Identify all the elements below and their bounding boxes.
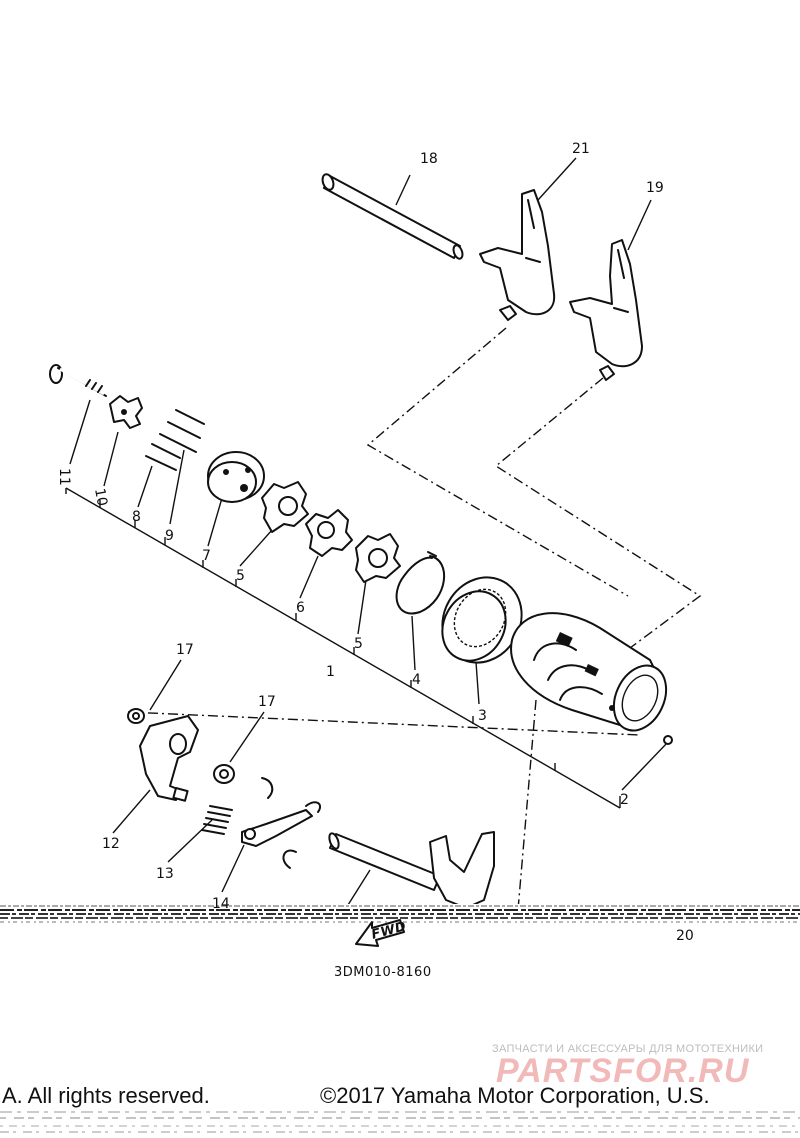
callout-19: 19 (646, 180, 664, 196)
part-17-washer-b (213, 764, 235, 784)
part-5-plate-lower (355, 533, 401, 583)
callout-4: 4 (412, 672, 421, 688)
callout-6: 6 (296, 600, 305, 616)
callout-5b: 5 (354, 636, 363, 652)
scan-band (0, 904, 800, 1133)
part-21-fork (479, 189, 556, 321)
watermark-tagline: ЗАПЧАСТИ И АКСЕССУАРЫ ДЛЯ МОТОТЕХНИКИ (492, 1043, 764, 1055)
callout-1: 1 (326, 664, 335, 680)
part-12-shift-lever (139, 715, 199, 802)
callout-20: 20 (676, 928, 694, 944)
callout-14: 14 (212, 896, 230, 912)
footer-copyright-text: ©2017 Yamaha Motor Corporation, U.S. (320, 1083, 710, 1108)
callout-3: 3 (478, 708, 487, 724)
axis-lines (127, 327, 702, 911)
part-5-plate-upper (261, 481, 309, 533)
part-3-bearing (441, 576, 523, 664)
callout-7: 7 (202, 548, 211, 564)
part-19-fork (569, 239, 643, 381)
part-18-shaft (321, 173, 464, 260)
assembly-bracket (65, 487, 621, 809)
part-14-plate (241, 801, 322, 847)
part-11-bolt (49, 364, 107, 397)
callout-12: 12 (102, 836, 120, 852)
callout-9: 9 (165, 528, 174, 544)
part-6-plate (305, 509, 353, 557)
callout-11: 11 (56, 468, 72, 486)
part-17-washer-a (127, 708, 145, 724)
part-10-segment (109, 395, 143, 429)
part-20-shift-shaft (328, 831, 495, 909)
callout-2: 2 (620, 792, 629, 808)
watermark-logo: PARTSFOR.RU (496, 1052, 750, 1090)
drawing-code: 3DM010-8160 (334, 965, 432, 980)
callout-21: 21 (572, 141, 590, 157)
callout-17a: 17 (176, 642, 194, 658)
part-13-spring (201, 777, 274, 835)
part-4-circlip (395, 551, 446, 615)
part-7-cam (207, 451, 265, 503)
callout-5a: 5 (236, 568, 245, 584)
part-8-9-pins (145, 409, 205, 471)
callout-13: 13 (156, 866, 174, 882)
callout-labels: 18 21 19 11 10 8 9 7 5 6 5 1 4 3 2 17 17… (56, 141, 694, 980)
footer-rights-text: A. All rights reserved. (2, 1083, 210, 1108)
callout-18: 18 (420, 151, 438, 167)
callout-17b: 17 (258, 694, 276, 710)
callout-10: 10 (91, 487, 110, 507)
leader-lines (69, 157, 669, 906)
part-2-shift-drum (510, 612, 673, 745)
callout-8: 8 (132, 509, 141, 525)
part-14-clip (282, 849, 297, 869)
